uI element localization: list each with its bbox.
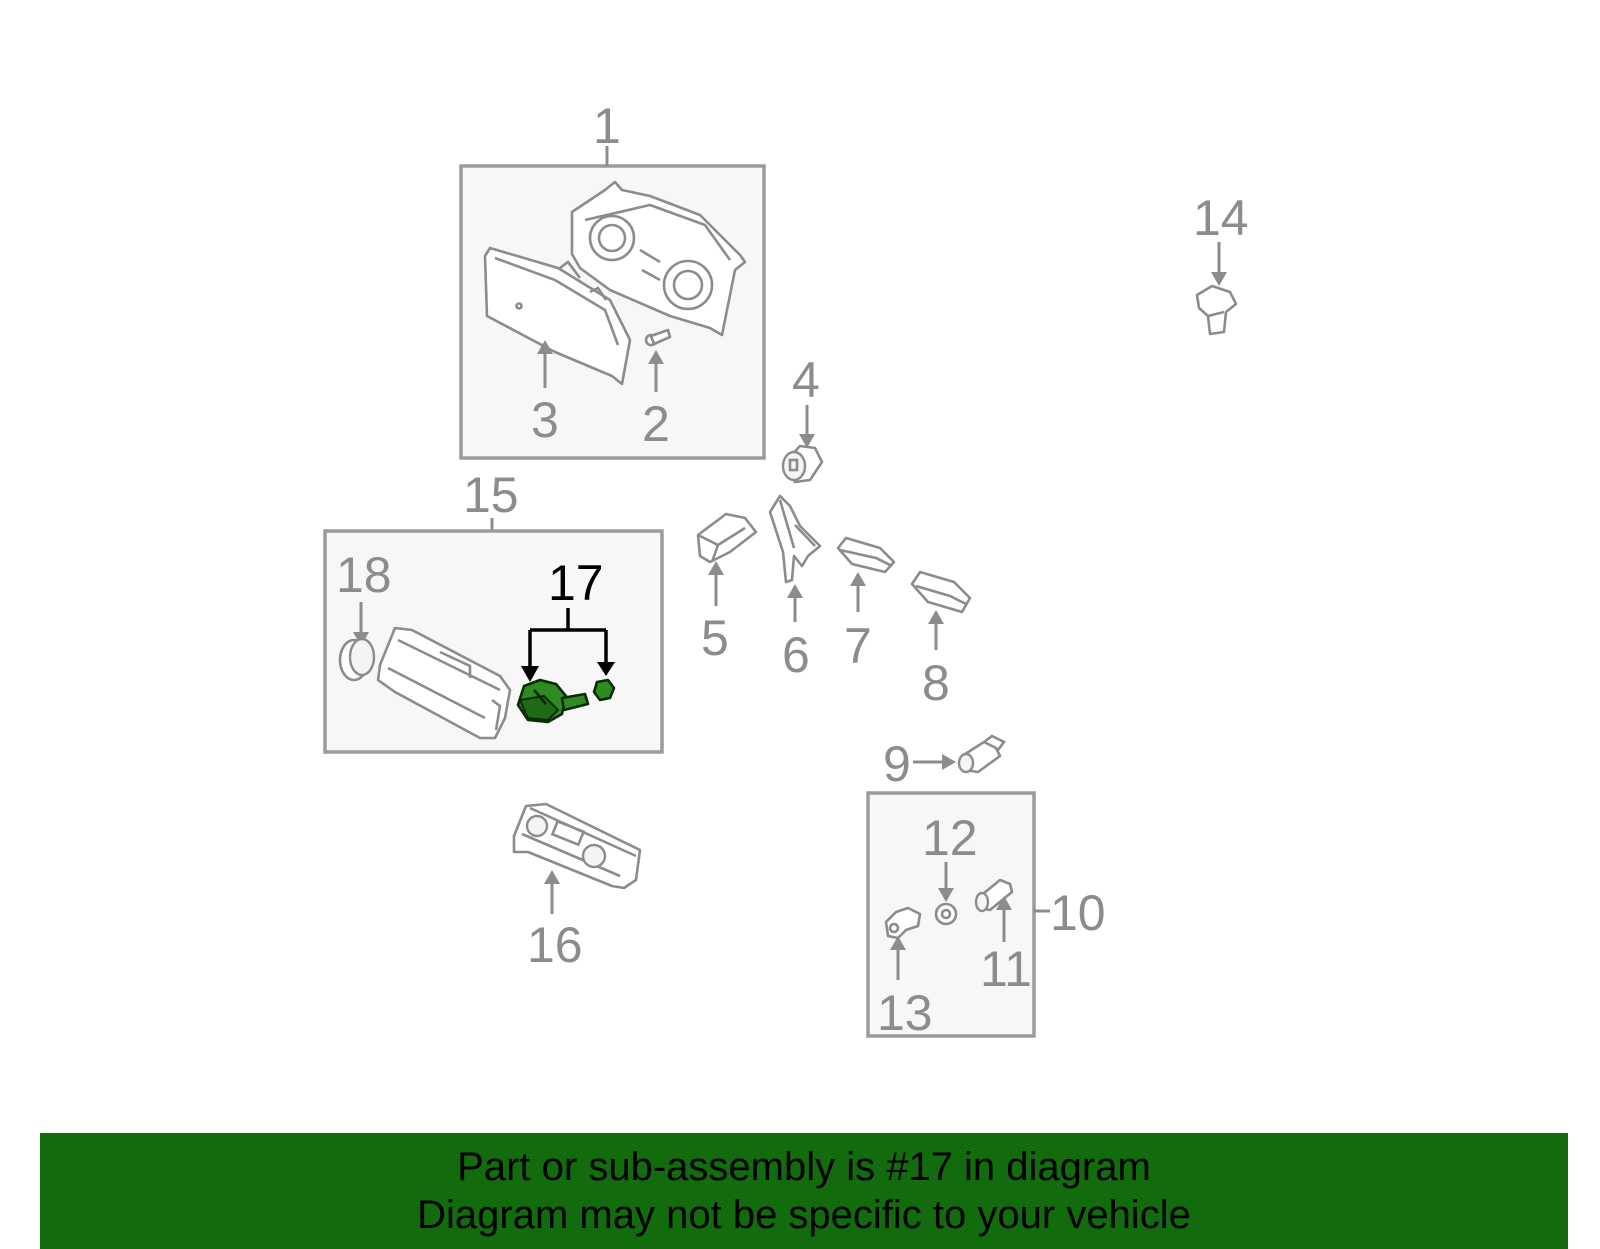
part-17-switch-assembly[interactable] bbox=[516, 678, 616, 724]
callout-11[interactable]: 11 bbox=[980, 941, 1032, 997]
banner-line-2: Diagram may not be specific to your vehi… bbox=[417, 1193, 1191, 1237]
part-control-panel[interactable] bbox=[376, 626, 512, 740]
part-7-switch[interactable] bbox=[836, 536, 896, 574]
part-16-climate-control-panel[interactable] bbox=[512, 802, 642, 890]
callout-17[interactable]: 17 bbox=[548, 555, 604, 611]
part-12-socket[interactable] bbox=[934, 902, 958, 926]
callout-4[interactable]: 4 bbox=[792, 352, 820, 408]
callout-5[interactable]: 5 bbox=[701, 610, 729, 666]
part-5-switch[interactable] bbox=[696, 512, 758, 564]
group-box-10: 10 12 11 13 bbox=[866, 791, 1106, 1041]
notice-banner: Part or sub-assembly is #17 in diagram D… bbox=[40, 1133, 1568, 1249]
part-1-instrument-cluster[interactable] bbox=[570, 180, 747, 337]
part-11-bulb[interactable] bbox=[974, 878, 1014, 913]
group-box-1: 1 3 2 bbox=[459, 98, 766, 460]
part-6-bracket[interactable] bbox=[768, 494, 822, 584]
callout-3[interactable]: 3 bbox=[531, 392, 559, 448]
banner-line-1: Part or sub-assembly is #17 in diagram bbox=[457, 1145, 1151, 1189]
callout-9[interactable]: 9 bbox=[883, 736, 911, 792]
callout-18[interactable]: 18 bbox=[336, 547, 392, 603]
part-14-clip[interactable] bbox=[1195, 284, 1238, 336]
callout-15[interactable]: 15 bbox=[463, 467, 519, 523]
part-2-screw[interactable] bbox=[644, 328, 672, 347]
part-3-cluster-lens[interactable] bbox=[483, 246, 632, 386]
part-4-knob[interactable] bbox=[781, 444, 824, 484]
callout-16[interactable]: 16 bbox=[527, 917, 583, 973]
callout-14[interactable]: 14 bbox=[1193, 190, 1249, 246]
callout-12[interactable]: 12 bbox=[922, 810, 978, 866]
callout-8[interactable]: 8 bbox=[922, 655, 950, 711]
callout-2[interactable]: 2 bbox=[642, 396, 670, 452]
callout-1[interactable]: 1 bbox=[593, 98, 621, 154]
callout-10[interactable]: 10 bbox=[1050, 885, 1106, 941]
part-13-socket[interactable] bbox=[884, 906, 922, 940]
callout-6[interactable]: 6 bbox=[782, 627, 810, 683]
group-box-15: 15 18 17 bbox=[323, 467, 664, 754]
part-8-switch[interactable] bbox=[910, 570, 972, 614]
callout-13[interactable]: 13 bbox=[877, 985, 933, 1041]
part-9-bulb[interactable] bbox=[957, 734, 1006, 774]
part-18-knob[interactable] bbox=[338, 637, 376, 682]
callout-7[interactable]: 7 bbox=[844, 618, 872, 674]
